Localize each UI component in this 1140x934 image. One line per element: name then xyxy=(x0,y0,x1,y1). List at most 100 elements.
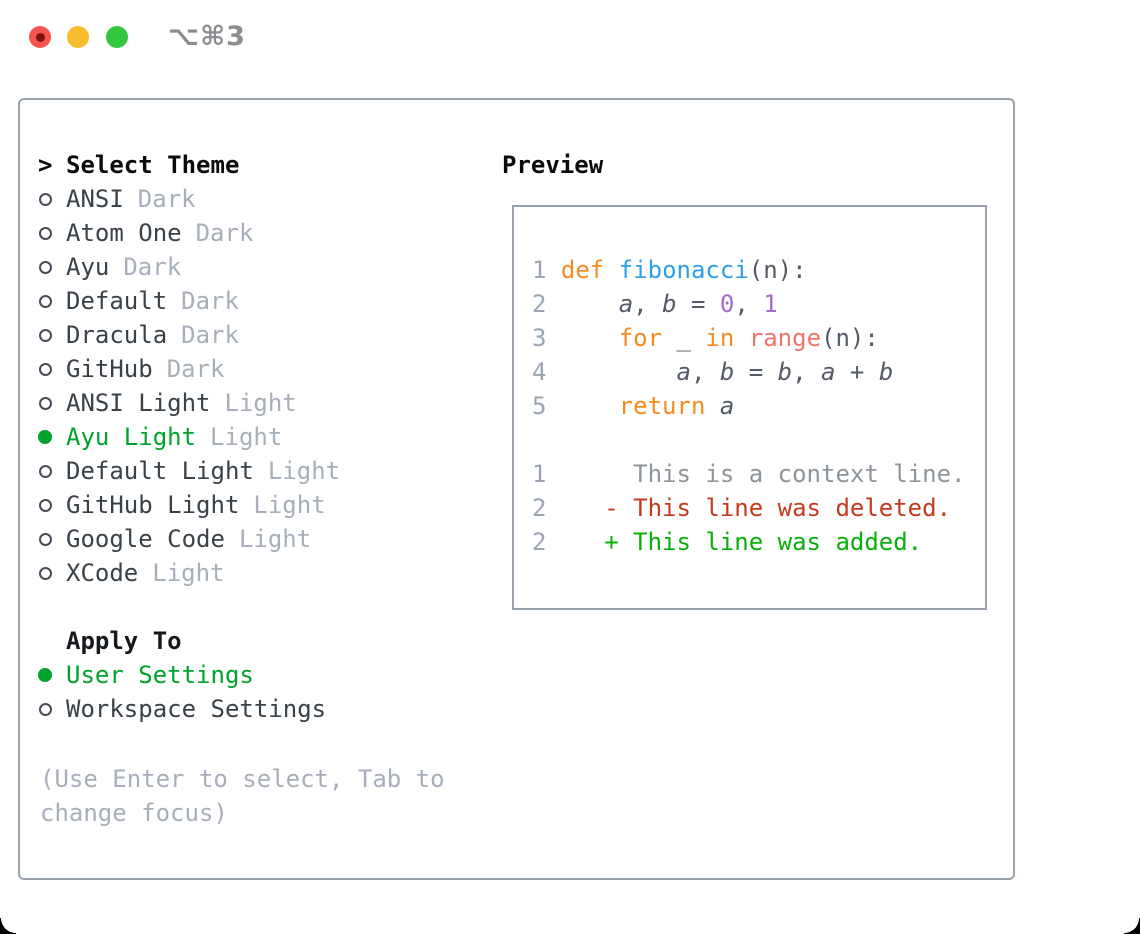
radio-marker xyxy=(38,226,66,240)
radio-marker xyxy=(38,396,66,410)
code-segment xyxy=(604,256,618,284)
theme-option[interactable]: Default Dark xyxy=(38,284,340,318)
theme-variant-tag: Light xyxy=(210,423,283,451)
code-line: 1 This is a context line. xyxy=(532,457,985,491)
apply-to-option[interactable]: User Settings xyxy=(38,658,326,692)
apply-to-label: Apply To xyxy=(66,627,182,655)
close-button[interactable] xyxy=(29,26,51,48)
radio-circle-icon xyxy=(39,702,52,716)
code-segment: This is a context line. xyxy=(546,460,966,488)
theme-list-title: Select Theme xyxy=(66,151,240,179)
code-segment: (n): xyxy=(748,256,807,284)
window-corner-bottom-left xyxy=(0,918,16,934)
radio-circle-icon xyxy=(39,464,52,478)
code-segment: a xyxy=(618,290,634,318)
code-line: 2 a, b = 0, 1 xyxy=(532,287,985,321)
code-segment: 1 xyxy=(532,460,547,488)
radio-marker xyxy=(38,362,66,376)
code-segment: 1 xyxy=(532,256,561,284)
apply-option-name: Workspace Settings xyxy=(66,695,327,723)
code-segment: return xyxy=(618,392,706,420)
radio-circle-icon xyxy=(39,566,52,580)
apply-option-name: User Settings xyxy=(66,661,254,689)
window-title: ⌥⌘3 xyxy=(168,21,246,52)
radio-circle-icon xyxy=(39,532,52,546)
code-segment: a xyxy=(719,392,735,420)
code-segment: in xyxy=(705,324,735,352)
code-segment: + This line was added. xyxy=(546,528,923,556)
theme-option[interactable]: Ayu Dark xyxy=(38,250,340,284)
code-segment: _ xyxy=(662,324,706,352)
radio-circle-icon xyxy=(39,226,52,240)
theme-variant-tag: Dark xyxy=(195,219,254,247)
code-segment: a xyxy=(676,358,691,386)
theme-name: Google Code xyxy=(66,525,225,553)
code-segment: , xyxy=(690,358,720,386)
minimize-button[interactable] xyxy=(67,26,89,48)
radio-circle-icon xyxy=(39,498,52,512)
code-segment: for xyxy=(618,324,663,352)
theme-variant-tag: Dark xyxy=(181,321,239,349)
radio-marker xyxy=(38,294,66,308)
code-segment: + xyxy=(835,358,879,386)
code-segment: = xyxy=(676,290,720,318)
theme-variant-tag: Light xyxy=(267,457,341,485)
window-corner-bottom-right xyxy=(1124,918,1140,934)
code-line: 3 for _ in range(n): xyxy=(532,321,985,355)
theme-option[interactable]: Dracula Dark xyxy=(38,318,340,352)
theme-name: Ayu Light xyxy=(66,423,197,451)
theme-list-header: > Select Theme xyxy=(38,148,340,182)
theme-variant-tag: Dark xyxy=(123,253,182,281)
code-segment: 2 xyxy=(532,290,561,318)
theme-variant-tag: Dark xyxy=(181,287,239,315)
theme-name: Default xyxy=(66,287,168,315)
preview-title: Preview xyxy=(502,151,604,179)
radio-circle-icon xyxy=(39,396,52,410)
code-segment: (n): xyxy=(821,324,879,352)
theme-option[interactable]: Atom One Dark xyxy=(38,216,340,250)
code-segment: = xyxy=(734,358,778,386)
theme-option[interactable]: GitHub Light Light xyxy=(38,488,340,522)
theme-name: Ayu xyxy=(66,253,110,281)
code-segment xyxy=(561,358,677,386)
apply-to-option[interactable]: Workspace Settings xyxy=(38,692,326,726)
theme-option[interactable]: GitHub Dark xyxy=(38,352,340,386)
code-line: 5 return a xyxy=(532,389,985,423)
radio-selected-icon xyxy=(38,430,52,444)
code-segment xyxy=(561,324,619,352)
theme-variant-tag: Dark xyxy=(166,355,225,383)
theme-option[interactable]: Ayu Light Light xyxy=(38,420,340,454)
code-segment: 5 xyxy=(532,392,561,420)
theme-variant-tag: Light xyxy=(152,559,225,587)
code-segment: , xyxy=(792,358,822,386)
theme-name: Dracula xyxy=(66,321,168,349)
maximize-button[interactable] xyxy=(106,26,128,48)
code-line: 1 def fibonacci(n): xyxy=(532,253,985,287)
code-line: 2 - This line was deleted. xyxy=(532,491,985,525)
theme-variant-tag: Light xyxy=(253,491,326,519)
code-segment xyxy=(705,392,719,420)
keyboard-hint: (Use Enter to select, Tab to change focu… xyxy=(40,765,445,827)
theme-name: GitHub xyxy=(66,355,153,383)
radio-marker xyxy=(38,498,66,512)
code-segment: a xyxy=(821,358,836,386)
code-segment: , xyxy=(633,290,663,318)
radio-marker xyxy=(38,328,66,342)
theme-name: GitHub Light xyxy=(66,491,240,519)
code-segment: b xyxy=(878,358,894,386)
theme-name: Atom One xyxy=(66,219,182,247)
radio-circle-icon xyxy=(39,260,52,274)
code-segment: 2 xyxy=(532,528,547,556)
code-segment xyxy=(561,392,619,420)
